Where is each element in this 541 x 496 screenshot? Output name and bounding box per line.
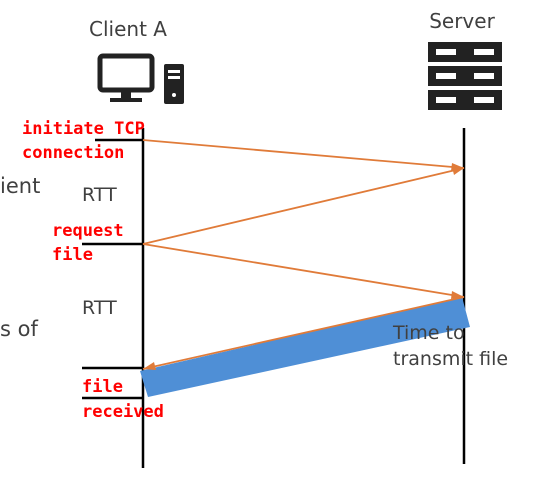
cropped-text-fragment-1: ient: [0, 174, 40, 198]
desktop-computer-icon: [97, 53, 184, 104]
cropped-text-fragment-2: s of: [0, 317, 38, 341]
synack-arrow: [142, 167, 465, 245]
received-label-line1: file: [82, 377, 123, 397]
syn-arrow: [142, 139, 465, 169]
request-label-line1: request: [52, 221, 124, 241]
response-arrowhead: [143, 362, 156, 370]
response-arrow: [142, 296, 465, 370]
transmit-file-band: [140, 297, 470, 397]
server-rack-icon: [428, 42, 502, 110]
request-label-line2: file: [52, 245, 93, 265]
initiate-label-line1: initiate TCP: [22, 119, 145, 139]
synack-arrowhead: [452, 167, 464, 175]
transmit-label-line1: Time to: [392, 322, 465, 344]
rtt-label-2: RTT: [82, 297, 117, 319]
server-label: Server: [429, 9, 495, 33]
request-arrow: [142, 243, 465, 298]
initiate-label-line2: connection: [22, 143, 124, 163]
rtt-label-1: RTT: [82, 184, 117, 206]
client-label: Client A: [89, 17, 167, 41]
received-label-line2: received: [82, 402, 164, 422]
transmit-label-line2: transmit file: [393, 348, 508, 370]
